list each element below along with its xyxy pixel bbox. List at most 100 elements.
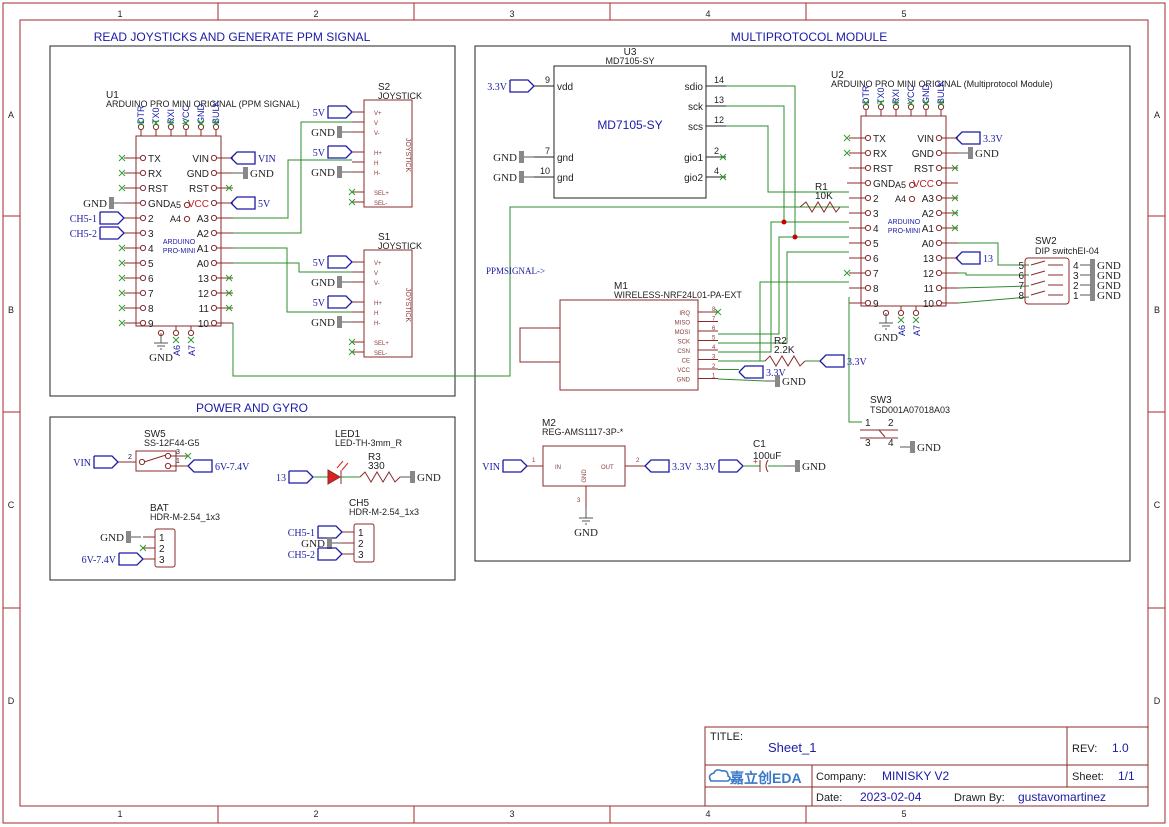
s2-pin-label: V — [374, 121, 378, 127]
s2-joystick: S2JOYSTICKV+VV-H+HH-SEL+SEL-JOYSTICK5VGN… — [311, 82, 422, 208]
grid-col-bottom: 1 — [117, 809, 122, 819]
gnd-label: GND — [311, 127, 335, 139]
s2-gnd-v: GND — [311, 126, 352, 139]
gnd-label: GND — [250, 168, 274, 180]
gnd-label: GND — [574, 527, 598, 539]
u3-left-pin-label: gnd — [557, 153, 574, 164]
m1-pin-label: IRQ — [679, 311, 690, 317]
u2-left-pin-circle — [864, 194, 872, 202]
wire-sw2-5 — [958, 242, 1029, 266]
u1-left-nc — [118, 304, 126, 312]
u3-right-pin-num: 13 — [714, 95, 724, 105]
grid-col-top: 4 — [705, 9, 710, 19]
sw5-pin1: 1 — [176, 458, 180, 465]
u1-top-pin-label: DTR — [136, 105, 146, 124]
gnd-label: GND — [874, 332, 898, 344]
gnd-bar — [327, 537, 332, 549]
net-flag-outline — [718, 459, 744, 473]
u2-left-pin-label: RST — [873, 164, 893, 175]
u1-bottom-label: A6 — [172, 345, 182, 356]
u3-ref: U3 — [624, 47, 637, 58]
ch5-pin-num: 3 — [358, 550, 364, 561]
net-flag-label: 3.3V — [487, 82, 508, 93]
s1-vplus-flag: 5V — [313, 255, 353, 269]
sw5-pin3: 3 — [176, 449, 180, 456]
u1-top-pin-label: TX0 — [151, 107, 161, 124]
u2-bottom-nc — [912, 316, 920, 324]
easyeda-logo: 嘉立创EDA — [708, 769, 802, 786]
u2-ref: U2 — [831, 70, 844, 81]
u2-right-pin-circle — [935, 164, 943, 172]
u1-ref: U1 — [106, 90, 119, 101]
gnd-label: GND — [917, 442, 941, 454]
grid-row-right: B — [1154, 305, 1160, 315]
net-flag-label: CH5-2 — [70, 229, 97, 240]
gnd-label: GND — [83, 198, 107, 210]
wire-mosi-link — [718, 221, 784, 353]
u2-right-pin-circle — [935, 239, 943, 247]
gnd-label: GND — [311, 317, 335, 329]
u1-bottom-pin-circle — [187, 329, 195, 337]
u1-right-pin-label: 10 — [198, 319, 210, 330]
net-flag-label: 5V — [313, 148, 326, 159]
u1-right-pin-label: A2 — [197, 229, 210, 240]
u2-left-pin-circle — [864, 224, 872, 232]
sw2-left-num: 8 — [1018, 291, 1024, 302]
sw2-ref: SW2 — [1035, 236, 1057, 247]
u2-bottom-pin-circle — [912, 309, 920, 317]
u2-top-pin-circle — [907, 103, 915, 111]
u2-a5-label: A5 — [895, 180, 906, 190]
gnd-bar — [795, 460, 800, 472]
u1-gnd-left: GND — [83, 197, 124, 210]
u1-right-pin-circle — [210, 304, 218, 312]
wire-a2-s2v — [233, 121, 352, 234]
net-flag-outline — [230, 151, 256, 165]
net-flag-label: VIN — [73, 458, 91, 469]
u1-top-pin-circle — [212, 123, 220, 131]
u1-top-pin-nc — [197, 119, 205, 127]
u1-top-pin-nc — [167, 119, 175, 127]
u1-left-pin-circle — [139, 259, 147, 267]
sw3-gnd: GND — [900, 441, 941, 454]
u1-top-pin-label: BULK — [211, 100, 221, 124]
m1-pin-num: 1 — [712, 374, 716, 380]
u2-body-label: ARDUINO — [888, 219, 921, 226]
grid-row-right: A — [1154, 110, 1160, 120]
sw2-right-num: 1 — [1073, 291, 1079, 302]
s1-body — [363, 249, 413, 358]
sw5-67v-flag: 6V-7.4V — [187, 459, 250, 473]
gnd-bar — [243, 167, 248, 179]
bat-pin-num: 2 — [159, 544, 165, 555]
net-flag-outline — [288, 470, 314, 484]
u1-right-pin-label: 12 — [198, 289, 210, 300]
s1-gnd-v: GND — [311, 276, 352, 289]
inner-border — [19, 19, 1149, 807]
sw5-lever — [143, 454, 167, 463]
u1-a5-circle — [183, 201, 191, 209]
u3-right-pin-num: 2 — [714, 146, 719, 156]
gnd-bar — [519, 171, 524, 183]
net-flag-label: CH5-2 — [288, 550, 315, 561]
u2-left-pin-label: GND — [873, 179, 895, 190]
s1-sel-nc — [348, 338, 356, 346]
u3-gio1-nc — [719, 153, 727, 161]
u1-a5-label: A5 — [170, 200, 181, 210]
u2-left-pin-label: 9 — [873, 299, 879, 310]
u1-body-label: ARDUINO — [163, 239, 196, 246]
net-flag-label: 3.3V — [696, 462, 717, 473]
u2-bottom-label: A6 — [897, 325, 907, 336]
u1-left-nc — [118, 319, 126, 327]
u1-right-pin-label: GND — [187, 169, 209, 180]
m1-ref: M1 — [614, 281, 628, 292]
grid-row-left: C — [8, 500, 15, 510]
u2-left-pin-label: 2 — [873, 194, 879, 205]
u2-top-pin-circle — [922, 103, 930, 111]
u1-right-pin-circle — [210, 184, 218, 192]
m1-gnd-lead — [717, 378, 766, 382]
sw3-ref: SW3 — [870, 395, 892, 406]
r3-gnd: GND — [400, 471, 441, 484]
gnd-bar — [910, 441, 915, 453]
u2-left-nc — [843, 269, 851, 277]
u1-gnd-bottom: GND — [149, 333, 173, 364]
